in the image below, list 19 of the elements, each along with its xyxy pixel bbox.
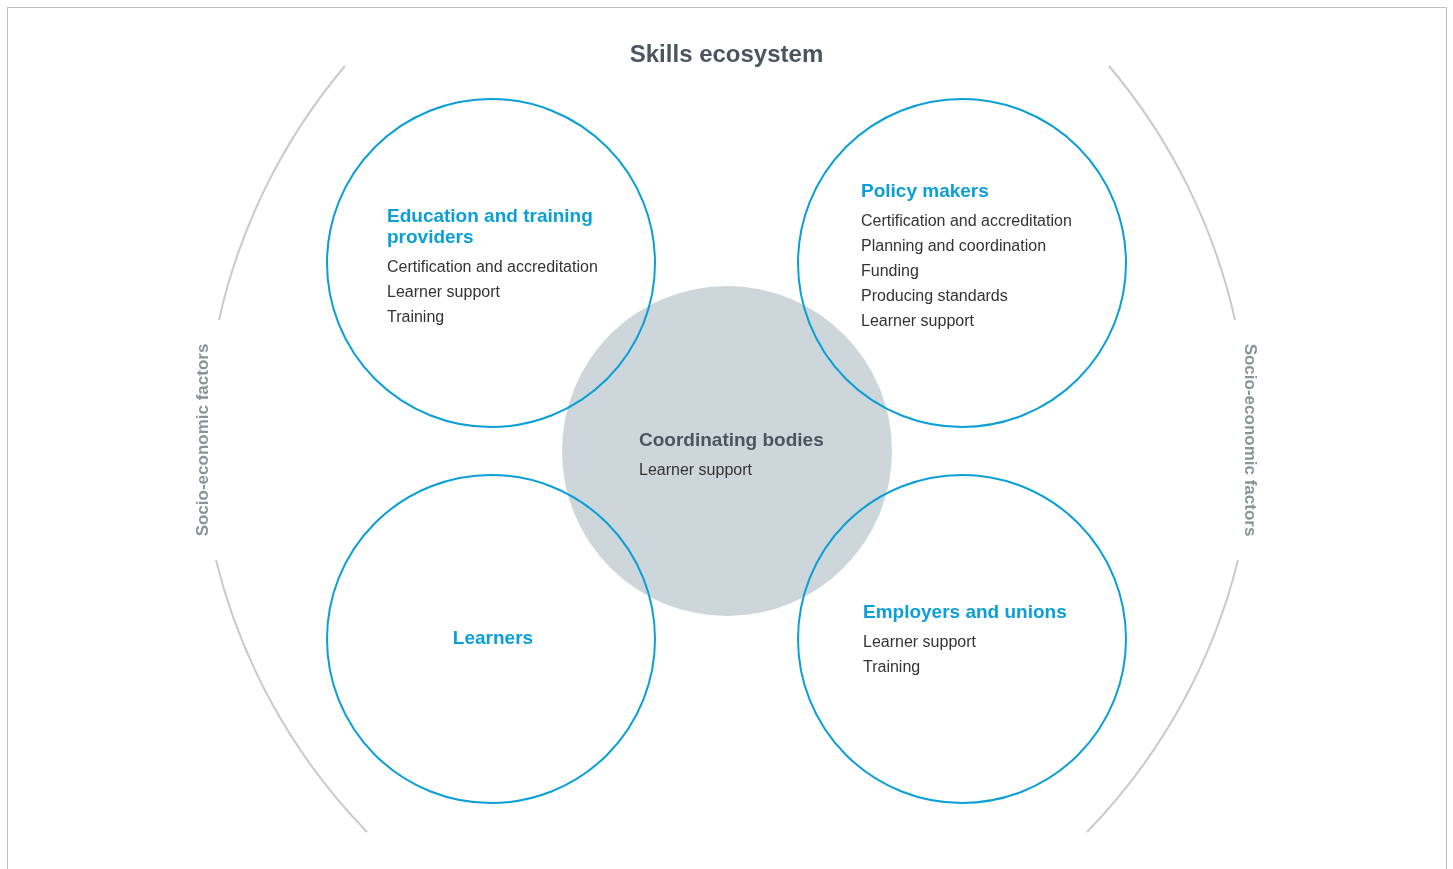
- node-item: Learner support: [387, 282, 500, 302]
- side-label: Socio-economic factors: [192, 342, 213, 539]
- node-heading: Employers and unions: [863, 601, 1067, 622]
- node-item: Learner support: [861, 311, 974, 331]
- node-heading: Policy makers: [861, 180, 989, 201]
- node-item: Funding: [861, 261, 919, 281]
- node-item: Training: [387, 307, 445, 327]
- node-heading: Education and training providers: [387, 205, 594, 247]
- node-item: Training: [863, 657, 921, 677]
- node-item: Learner support: [863, 632, 976, 652]
- diagram-title: Skills ecosystem: [629, 39, 824, 69]
- node-item: Certification and accreditation: [387, 257, 598, 277]
- node-item: Producing standards: [861, 286, 1008, 306]
- node-item: Planning and coordination: [861, 236, 1047, 256]
- node-item: Certification and accreditation: [861, 211, 1072, 231]
- node-heading: Coordinating bodies: [639, 429, 824, 450]
- node-item: Learner support: [639, 460, 752, 480]
- side-label: Socio-economic factors: [1240, 342, 1261, 539]
- node-heading: Learners: [452, 627, 534, 648]
